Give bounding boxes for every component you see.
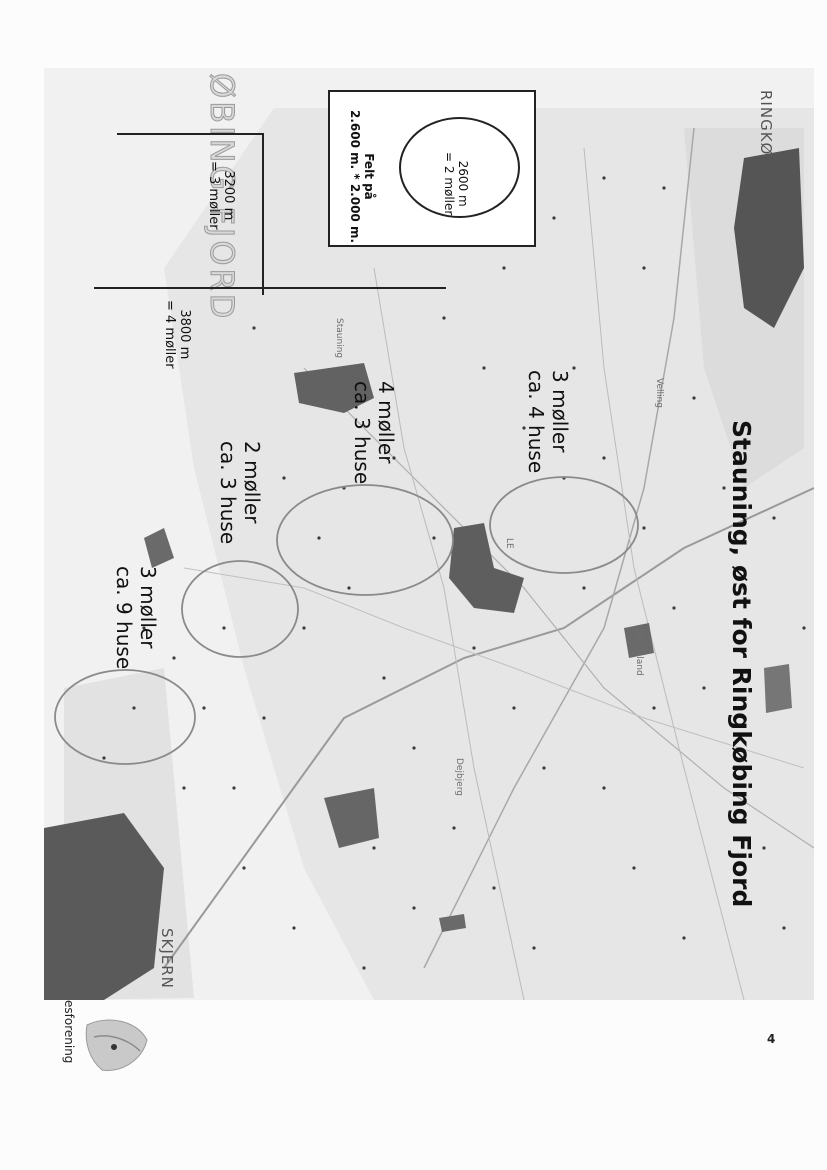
turbine-area-ellipse-1 — [489, 476, 639, 574]
map-title: Stauning, øst for Ringkøbing Fjord — [727, 420, 756, 908]
legend-box: 2600 m = 2 møller Felt på 2.600 m. * 2.0… — [328, 90, 536, 247]
town-label-ringkobing: RINGKØBING — [757, 90, 775, 197]
settlement-ringkobing — [734, 148, 804, 328]
place-label-velling: Velling — [654, 378, 664, 408]
area-3-label: 2 møller ca. 3 huse — [216, 441, 264, 545]
legend-oval — [399, 117, 520, 218]
turbine-area-ellipse-4 — [54, 669, 196, 765]
place-label-dejbjerg: Dejbjerg — [454, 758, 464, 796]
scale-bar-3800 — [270, 287, 446, 289]
place-label-lem: LE — [504, 538, 514, 549]
page-number: 4 — [767, 1032, 776, 1046]
area-1-label: 3 møller ca. 4 huse — [524, 370, 572, 474]
settlement-lem — [449, 523, 524, 613]
legend-field-label: Felt på 2.600 m. * 2.000 m. — [348, 110, 376, 244]
settlement-dejbjerg — [324, 788, 379, 848]
leaf-logo-icon — [82, 1015, 152, 1079]
house-dots — [102, 176, 806, 970]
place-label-stauning: Stauning — [334, 318, 344, 359]
place-label-holmsland: Holmsland — [634, 628, 644, 676]
main-road — [163, 487, 814, 969]
scale-bar-3200-tick-top — [117, 133, 262, 135]
turbine-area-ellipse-2 — [276, 484, 454, 596]
scale-label-3800: 3800 m = 4 møller — [162, 300, 192, 369]
area-2-label: 4 møller ca. 3 huse — [350, 381, 398, 485]
map-canvas — [44, 108, 814, 1000]
legend-oval-label: 2600 m = 2 møller — [442, 152, 470, 216]
town-label-skjern: SKJERN — [158, 928, 176, 989]
scale-bar-3800-line — [94, 287, 270, 289]
turbine-area-ellipse-3 — [181, 560, 299, 658]
area-4-label: 3 møller ca. 9 huse — [112, 566, 160, 670]
settlement-skjern — [44, 813, 164, 1000]
scale-label-3200: 3200 m = 3 møller — [206, 161, 236, 230]
settlement-stauning — [294, 363, 374, 413]
org-name: esforening — [62, 1000, 76, 1064]
scale-bar-3200 — [262, 133, 264, 295]
coastal-road — [423, 127, 695, 969]
